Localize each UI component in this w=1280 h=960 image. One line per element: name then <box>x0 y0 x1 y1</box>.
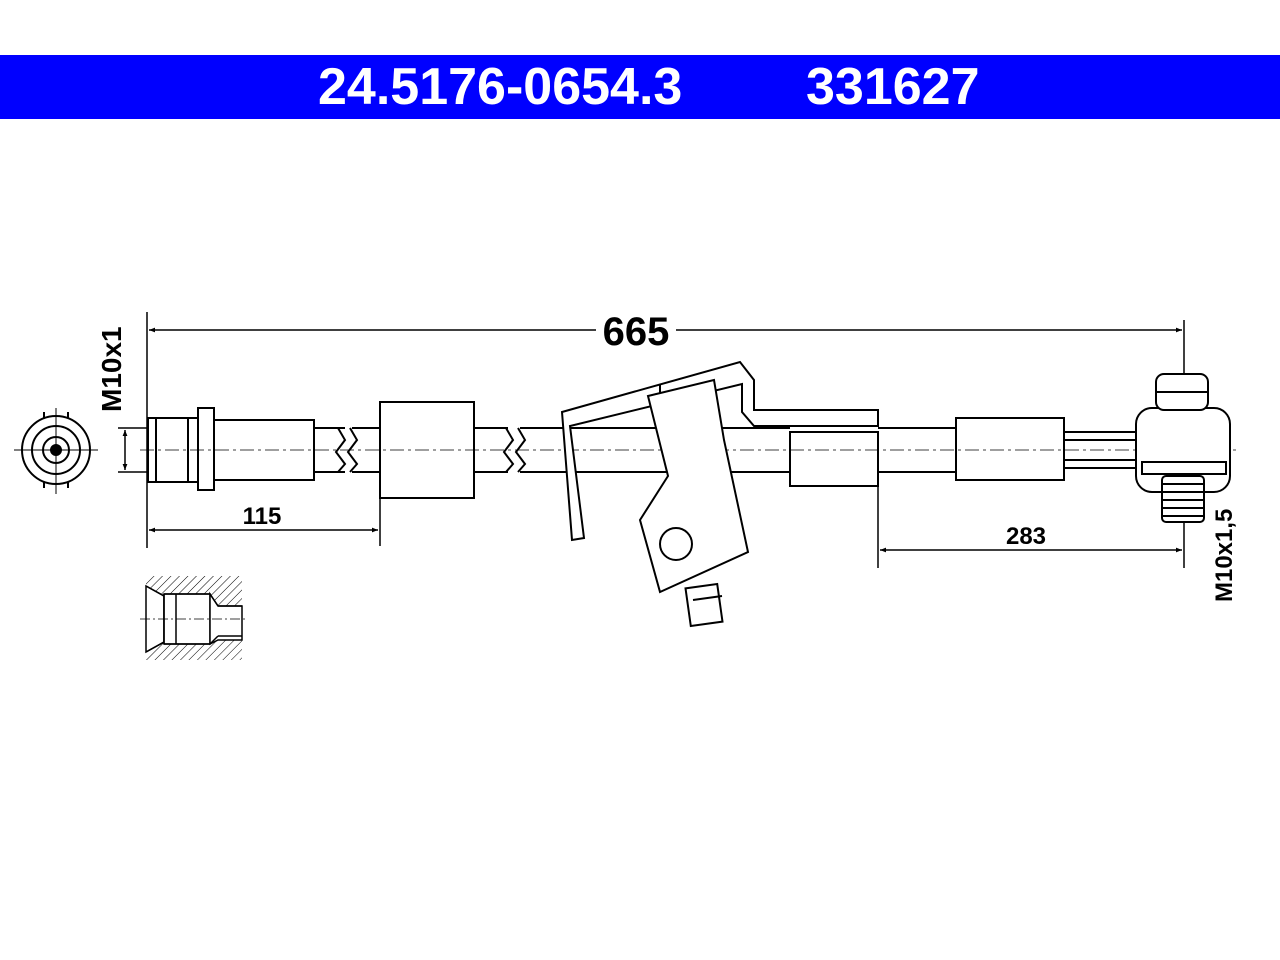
part-number: 24.5176-0654.3 <box>318 58 683 116</box>
overall-length-label: 665 <box>603 310 670 354</box>
right-segment-dimension <box>877 486 1182 568</box>
left-thread-label: M10x1 <box>96 326 127 412</box>
mounting-bracket <box>560 360 879 628</box>
right-banjo-fitting <box>1135 373 1231 523</box>
right-segment-label: 283 <box>1006 523 1046 550</box>
right-thread-label: M10x1,5 <box>1211 509 1238 602</box>
left-segment-label: 115 <box>243 503 282 530</box>
hose-body <box>147 401 1137 499</box>
header-band: 24.5176-0654.3 331627 <box>0 55 1280 119</box>
left-segment-dimension <box>149 498 381 546</box>
reference-number: 331627 <box>806 58 980 116</box>
port-section-detail <box>140 576 246 660</box>
left-end-view <box>14 408 98 494</box>
